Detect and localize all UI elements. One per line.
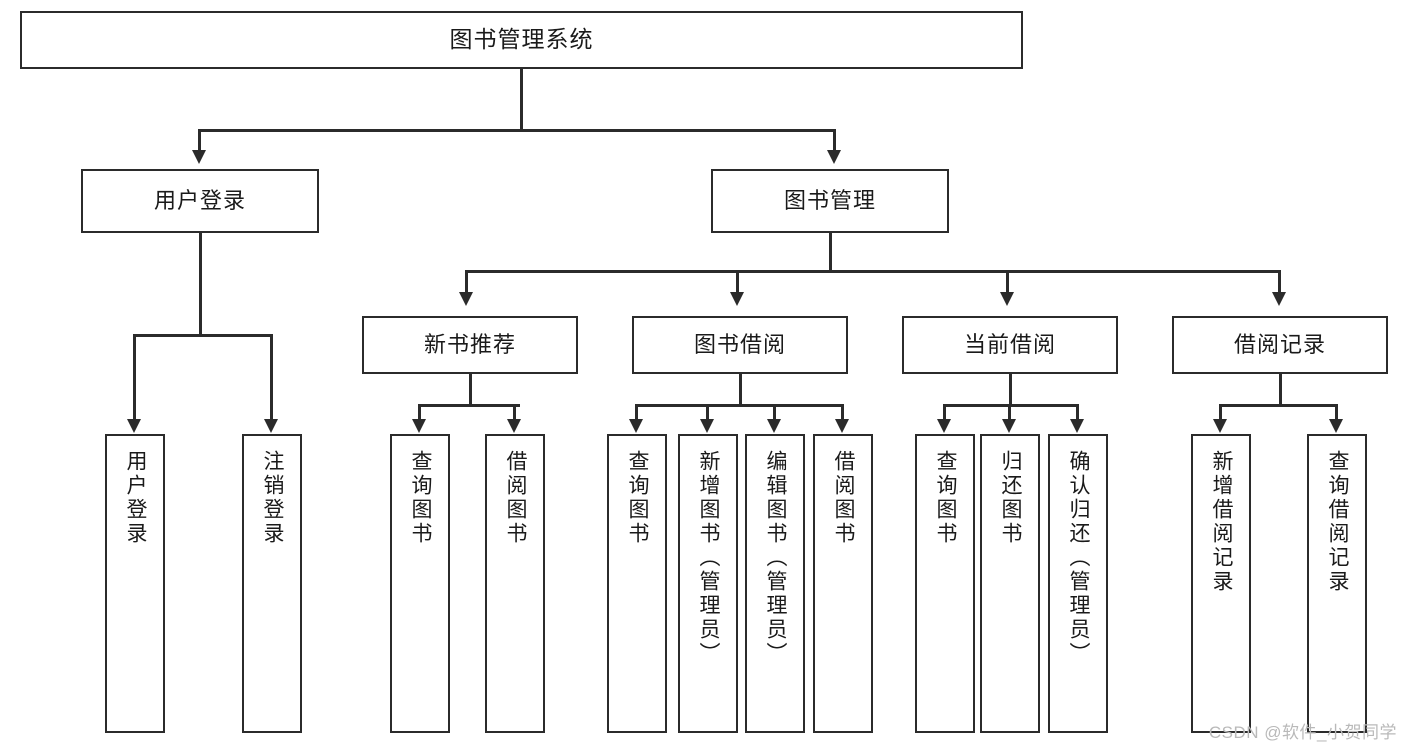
node-book-borrow[interactable]: 图书借阅 (632, 316, 848, 374)
arrowhead-user-login-leaf-2 (264, 419, 278, 433)
node-label: 归还图书 (999, 450, 1023, 546)
connector-bb-stem (739, 374, 742, 406)
arrowhead-bb-leaf-4 (835, 419, 849, 433)
node-label: 编辑图书（管理员） (764, 450, 788, 666)
connector-nbr-drop-1 (418, 404, 421, 420)
arrowhead-bb-leaf-3 (767, 419, 781, 433)
arrowhead-to-borrow-record (1272, 292, 1286, 306)
connector-bm-drop-3 (1006, 270, 1009, 293)
arrowhead-to-book-management (827, 150, 841, 164)
node-label: 查询图书 (626, 450, 650, 546)
arrowhead-br-leaf-1 (1213, 419, 1227, 433)
connector-bb-bus (636, 404, 843, 407)
node-label: 图书借阅 (693, 332, 786, 358)
node-label: 查询图书 (409, 450, 433, 546)
node-label: 新书推荐 (423, 332, 516, 358)
leaf-new-book-query-book[interactable]: 查询图书 (390, 434, 450, 733)
arrowhead-to-user-login (192, 150, 206, 164)
connector-bb-drop-4 (841, 404, 844, 420)
node-label: 注销登录 (261, 450, 285, 546)
node-label: 借阅图书 (504, 450, 528, 546)
connector-book-management-stem (829, 233, 832, 272)
arrowhead-to-new-book-recommend (459, 292, 473, 306)
node-user-login[interactable]: 用户登录 (81, 169, 319, 233)
connector-bm-drop-1 (465, 270, 468, 293)
connector-bb-drop-1 (635, 404, 638, 420)
connector-nbr-drop-2 (513, 404, 516, 420)
connector-user-login-bus (134, 334, 271, 337)
leaf-borrow-record-query-record[interactable]: 查询借阅记录 (1307, 434, 1367, 733)
arrowhead-bb-leaf-2 (700, 419, 714, 433)
node-label: 图书管理系统 (449, 26, 594, 53)
connector-cb-bus (944, 404, 1077, 407)
connector-root-bus (199, 129, 834, 132)
leaf-book-borrow-edit-book-admin[interactable]: 编辑图书（管理员） (745, 434, 805, 733)
connector-user-login-stem (199, 233, 202, 336)
connector-user-login-drop-1 (133, 334, 136, 420)
node-label: 用户登录 (124, 450, 148, 546)
arrowhead-cb-leaf-2 (1002, 419, 1016, 433)
connector-cb-drop-2 (1008, 404, 1011, 420)
node-label: 借阅图书 (832, 450, 856, 546)
leaf-current-borrow-query-book[interactable]: 查询图书 (915, 434, 975, 733)
arrowhead-user-login-leaf-1 (127, 419, 141, 433)
node-current-borrow[interactable]: 当前借阅 (902, 316, 1118, 374)
connector-nbr-bus (419, 404, 520, 407)
node-label: 当前借阅 (963, 332, 1056, 358)
node-label: 新增借阅记录 (1210, 450, 1234, 594)
leaf-book-borrow-borrow-book[interactable]: 借阅图书 (813, 434, 873, 733)
connector-bm-drop-2 (736, 270, 739, 293)
leaf-book-borrow-query-book[interactable]: 查询图书 (607, 434, 667, 733)
arrowhead-cb-leaf-3 (1070, 419, 1084, 433)
connector-br-stem (1279, 374, 1282, 406)
node-label: 图书管理 (783, 188, 876, 214)
connector-nbr-stem (469, 374, 472, 406)
leaf-borrow-record-add-record[interactable]: 新增借阅记录 (1191, 434, 1251, 733)
leaf-book-borrow-add-book-admin[interactable]: 新增图书（管理员） (678, 434, 738, 733)
leaf-current-borrow-confirm-return-admin[interactable]: 确认归还（管理员） (1048, 434, 1108, 733)
node-label: 查询借阅记录 (1326, 450, 1350, 594)
node-label: 用户登录 (153, 188, 246, 214)
connector-br-drop-2 (1335, 404, 1338, 420)
node-label: 新增图书（管理员） (697, 450, 721, 666)
node-label: 查询图书 (934, 450, 958, 546)
leaf-user-login-login[interactable]: 用户登录 (105, 434, 165, 733)
arrowhead-bb-leaf-1 (629, 419, 643, 433)
connector-bm-drop-4 (1278, 270, 1281, 293)
connector-cb-stem (1009, 374, 1012, 406)
leaf-user-login-logout[interactable]: 注销登录 (242, 434, 302, 733)
connector-book-management-bus (466, 270, 1281, 273)
connector-br-drop-1 (1219, 404, 1222, 420)
arrowhead-br-leaf-2 (1329, 419, 1343, 433)
node-borrow-record[interactable]: 借阅记录 (1172, 316, 1388, 374)
node-label: 借阅记录 (1233, 332, 1326, 358)
arrowhead-to-current-borrow (1000, 292, 1014, 306)
arrowhead-nbr-leaf-2 (507, 419, 521, 433)
arrowhead-cb-leaf-1 (937, 419, 951, 433)
connector-bb-drop-3 (773, 404, 776, 420)
connector-bb-drop-2 (706, 404, 709, 420)
connector-root-drop-left (198, 129, 201, 151)
node-label: 确认归还（管理员） (1067, 450, 1091, 666)
connector-cb-drop-1 (943, 404, 946, 420)
connector-root-drop-right (833, 129, 836, 151)
connector-user-login-drop-2 (270, 334, 273, 420)
leaf-current-borrow-return-book[interactable]: 归还图书 (980, 434, 1040, 733)
leaf-new-book-borrow-book[interactable]: 借阅图书 (485, 434, 545, 733)
connector-br-bus (1220, 404, 1337, 407)
arrowhead-to-book-borrow (730, 292, 744, 306)
connector-root-stem (520, 69, 523, 131)
node-book-management[interactable]: 图书管理 (711, 169, 949, 233)
node-root-book-management-system[interactable]: 图书管理系统 (20, 11, 1023, 69)
node-new-book-recommend[interactable]: 新书推荐 (362, 316, 578, 374)
arrowhead-nbr-leaf-1 (412, 419, 426, 433)
connector-cb-drop-3 (1076, 404, 1079, 420)
